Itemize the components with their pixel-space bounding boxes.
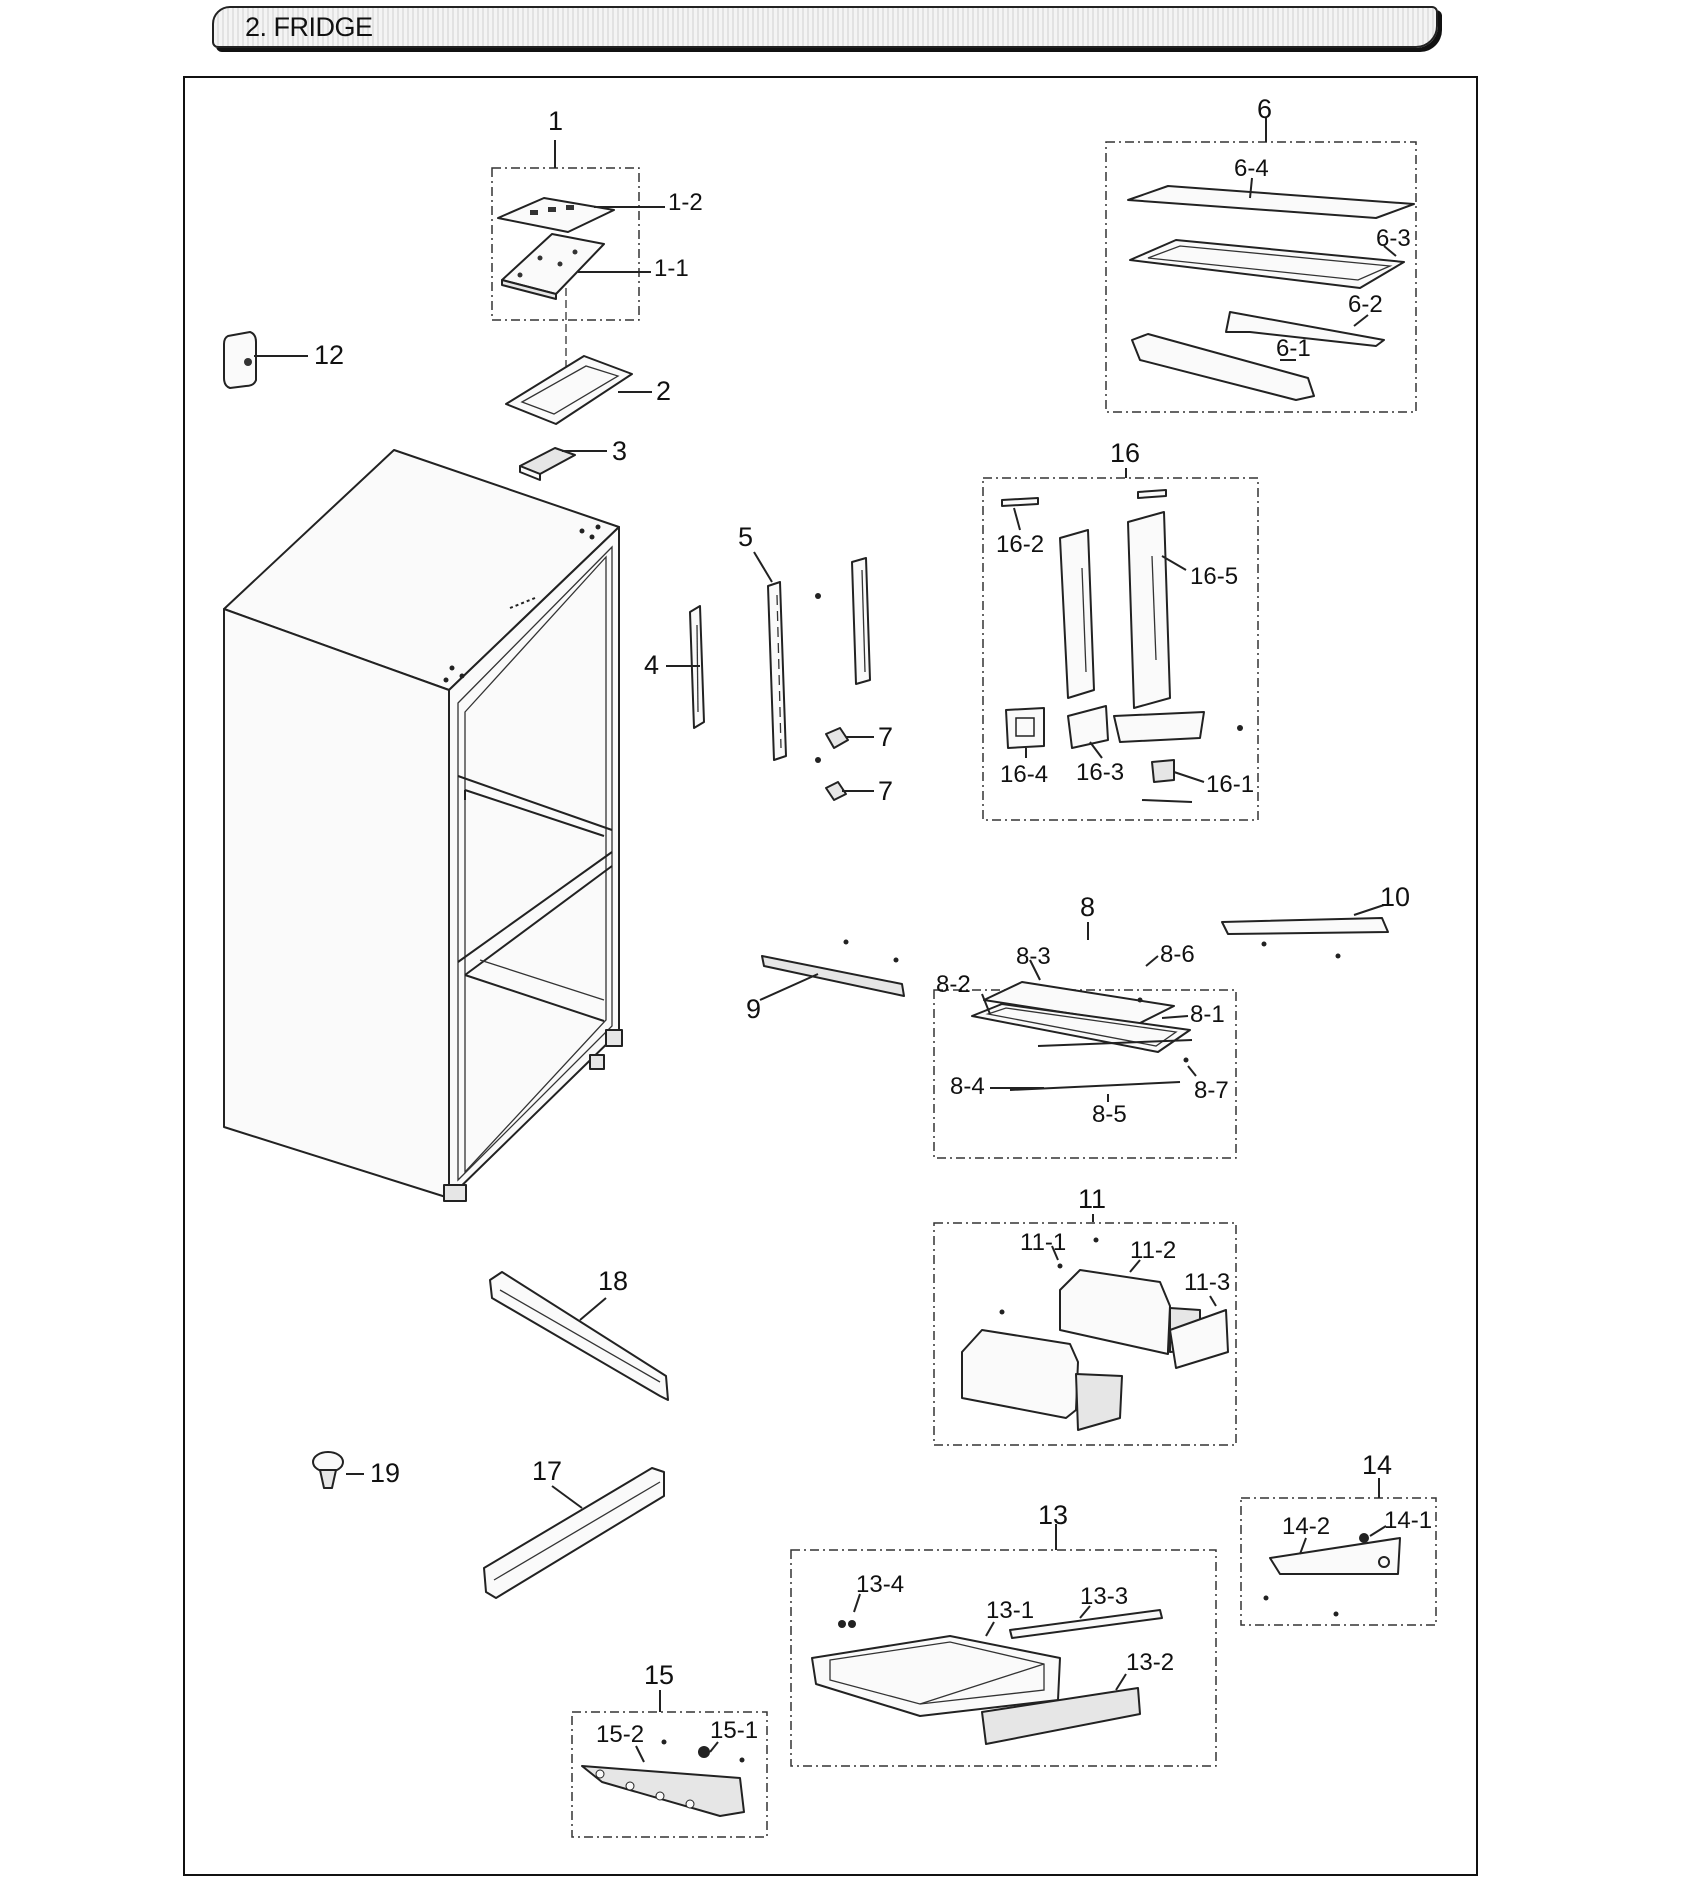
hinge-cover-drawing bbox=[519, 447, 576, 481]
label-10: 10 bbox=[1380, 882, 1410, 912]
fridge-cabinet-drawing bbox=[223, 449, 623, 1202]
door-bin-bracket-assembly-drawing bbox=[1001, 489, 1243, 803]
label-12: 12 bbox=[314, 340, 344, 370]
shelf-assembly-upper-drawing bbox=[1127, 185, 1415, 401]
label-11-2: 11-2 bbox=[1130, 1237, 1176, 1264]
group-box-15 bbox=[571, 1711, 768, 1838]
label-6-3: 6-3 bbox=[1376, 225, 1411, 252]
label-16-3: 16-3 bbox=[1076, 759, 1124, 786]
label-7-lower: 7 bbox=[878, 776, 893, 806]
label-6: 6 bbox=[1257, 94, 1272, 124]
label-13-3: 13-3 bbox=[1080, 1583, 1128, 1610]
label-16-2: 16-2 bbox=[996, 531, 1044, 558]
label-11-1: 11-1 bbox=[1020, 1229, 1066, 1256]
crisper-cover-support-drawing bbox=[1263, 1533, 1401, 1617]
control-panel-cover-drawing bbox=[497, 197, 615, 390]
label-17: 17 bbox=[532, 1456, 562, 1486]
label-15: 15 bbox=[644, 1660, 674, 1690]
crisper-cover-rail-drawing bbox=[581, 1739, 745, 1817]
group-box-1 bbox=[491, 167, 640, 321]
label-6-2: 6-2 bbox=[1348, 291, 1383, 318]
label-1: 1 bbox=[548, 106, 563, 136]
label-16-4: 16-4 bbox=[1000, 761, 1048, 788]
door-bin-assembly-drawing bbox=[961, 1237, 1229, 1431]
shelf-rear-support-drawing bbox=[761, 939, 905, 997]
label-8-4: 8-4 bbox=[950, 1073, 985, 1100]
crisper-rail-upper-drawing bbox=[489, 1271, 669, 1401]
group-box-8 bbox=[933, 989, 1237, 1159]
crisper-rail-lower-drawing bbox=[483, 1467, 665, 1599]
fastener-clip-drawing bbox=[312, 1451, 344, 1489]
label-8-1: 8-1 bbox=[1190, 1001, 1225, 1028]
label-14-2: 14-2 bbox=[1282, 1513, 1330, 1540]
side-cover-drawing bbox=[223, 331, 257, 389]
section-header-bar bbox=[212, 6, 1438, 48]
shelf-clip-upper-drawing bbox=[825, 727, 849, 749]
label-4: 4 bbox=[644, 650, 659, 680]
label-18: 18 bbox=[598, 1266, 628, 1296]
panel-frame-drawing bbox=[505, 355, 633, 425]
group-box-16 bbox=[982, 477, 1259, 821]
label-15-1: 15-1 bbox=[710, 1717, 758, 1744]
label-8-3: 8-3 bbox=[1016, 943, 1051, 970]
label-11-3: 11-3 bbox=[1184, 1269, 1230, 1296]
label-5: 5 bbox=[738, 522, 753, 552]
crisper-drawer-assembly-drawing bbox=[811, 1609, 1163, 1745]
label-13-2: 13-2 bbox=[1126, 1649, 1174, 1676]
label-14: 14 bbox=[1362, 1450, 1392, 1480]
section-title: 2. FRIDGE bbox=[245, 12, 373, 42]
label-1-1: 1-1 bbox=[654, 255, 689, 282]
label-15-2: 15-2 bbox=[596, 1721, 644, 1748]
group-box-11 bbox=[933, 1222, 1237, 1446]
label-16: 16 bbox=[1110, 438, 1140, 468]
label-1-2: 1-2 bbox=[668, 189, 703, 216]
group-box-14 bbox=[1240, 1497, 1437, 1626]
label-14-1: 14-1 bbox=[1384, 1507, 1432, 1534]
label-19: 19 bbox=[370, 1458, 400, 1488]
label-8-6: 8-6 bbox=[1160, 941, 1195, 968]
shelf-front-trim-drawing bbox=[1221, 917, 1389, 959]
diagram-frame bbox=[183, 76, 1478, 1876]
shelf-assembly-middle-drawing bbox=[971, 981, 1193, 1091]
label-8-7: 8-7 bbox=[1194, 1077, 1229, 1104]
label-11: 11 bbox=[1078, 1184, 1106, 1214]
shelf-clip-lower-drawing bbox=[825, 781, 847, 801]
group-box-13 bbox=[790, 1549, 1217, 1767]
label-8: 8 bbox=[1080, 892, 1095, 922]
group-box-6 bbox=[1105, 141, 1417, 413]
label-13-4: 13-4 bbox=[856, 1571, 904, 1598]
label-7-upper: 7 bbox=[878, 722, 893, 752]
label-13-1: 13-1 bbox=[986, 1597, 1034, 1624]
label-6-1: 6-1 bbox=[1276, 335, 1311, 362]
shelf-rail-center-drawing bbox=[767, 557, 871, 763]
label-16-1: 16-1 bbox=[1206, 771, 1254, 798]
label-16-5: 16-5 bbox=[1190, 563, 1238, 590]
label-9: 9 bbox=[746, 994, 761, 1024]
label-6-4: 6-4 bbox=[1234, 155, 1269, 182]
label-8-2: 8-2 bbox=[936, 971, 971, 998]
label-3: 3 bbox=[612, 436, 627, 466]
label-8-5: 8-5 bbox=[1092, 1101, 1127, 1128]
label-2: 2 bbox=[656, 376, 671, 406]
label-13: 13 bbox=[1038, 1500, 1068, 1530]
